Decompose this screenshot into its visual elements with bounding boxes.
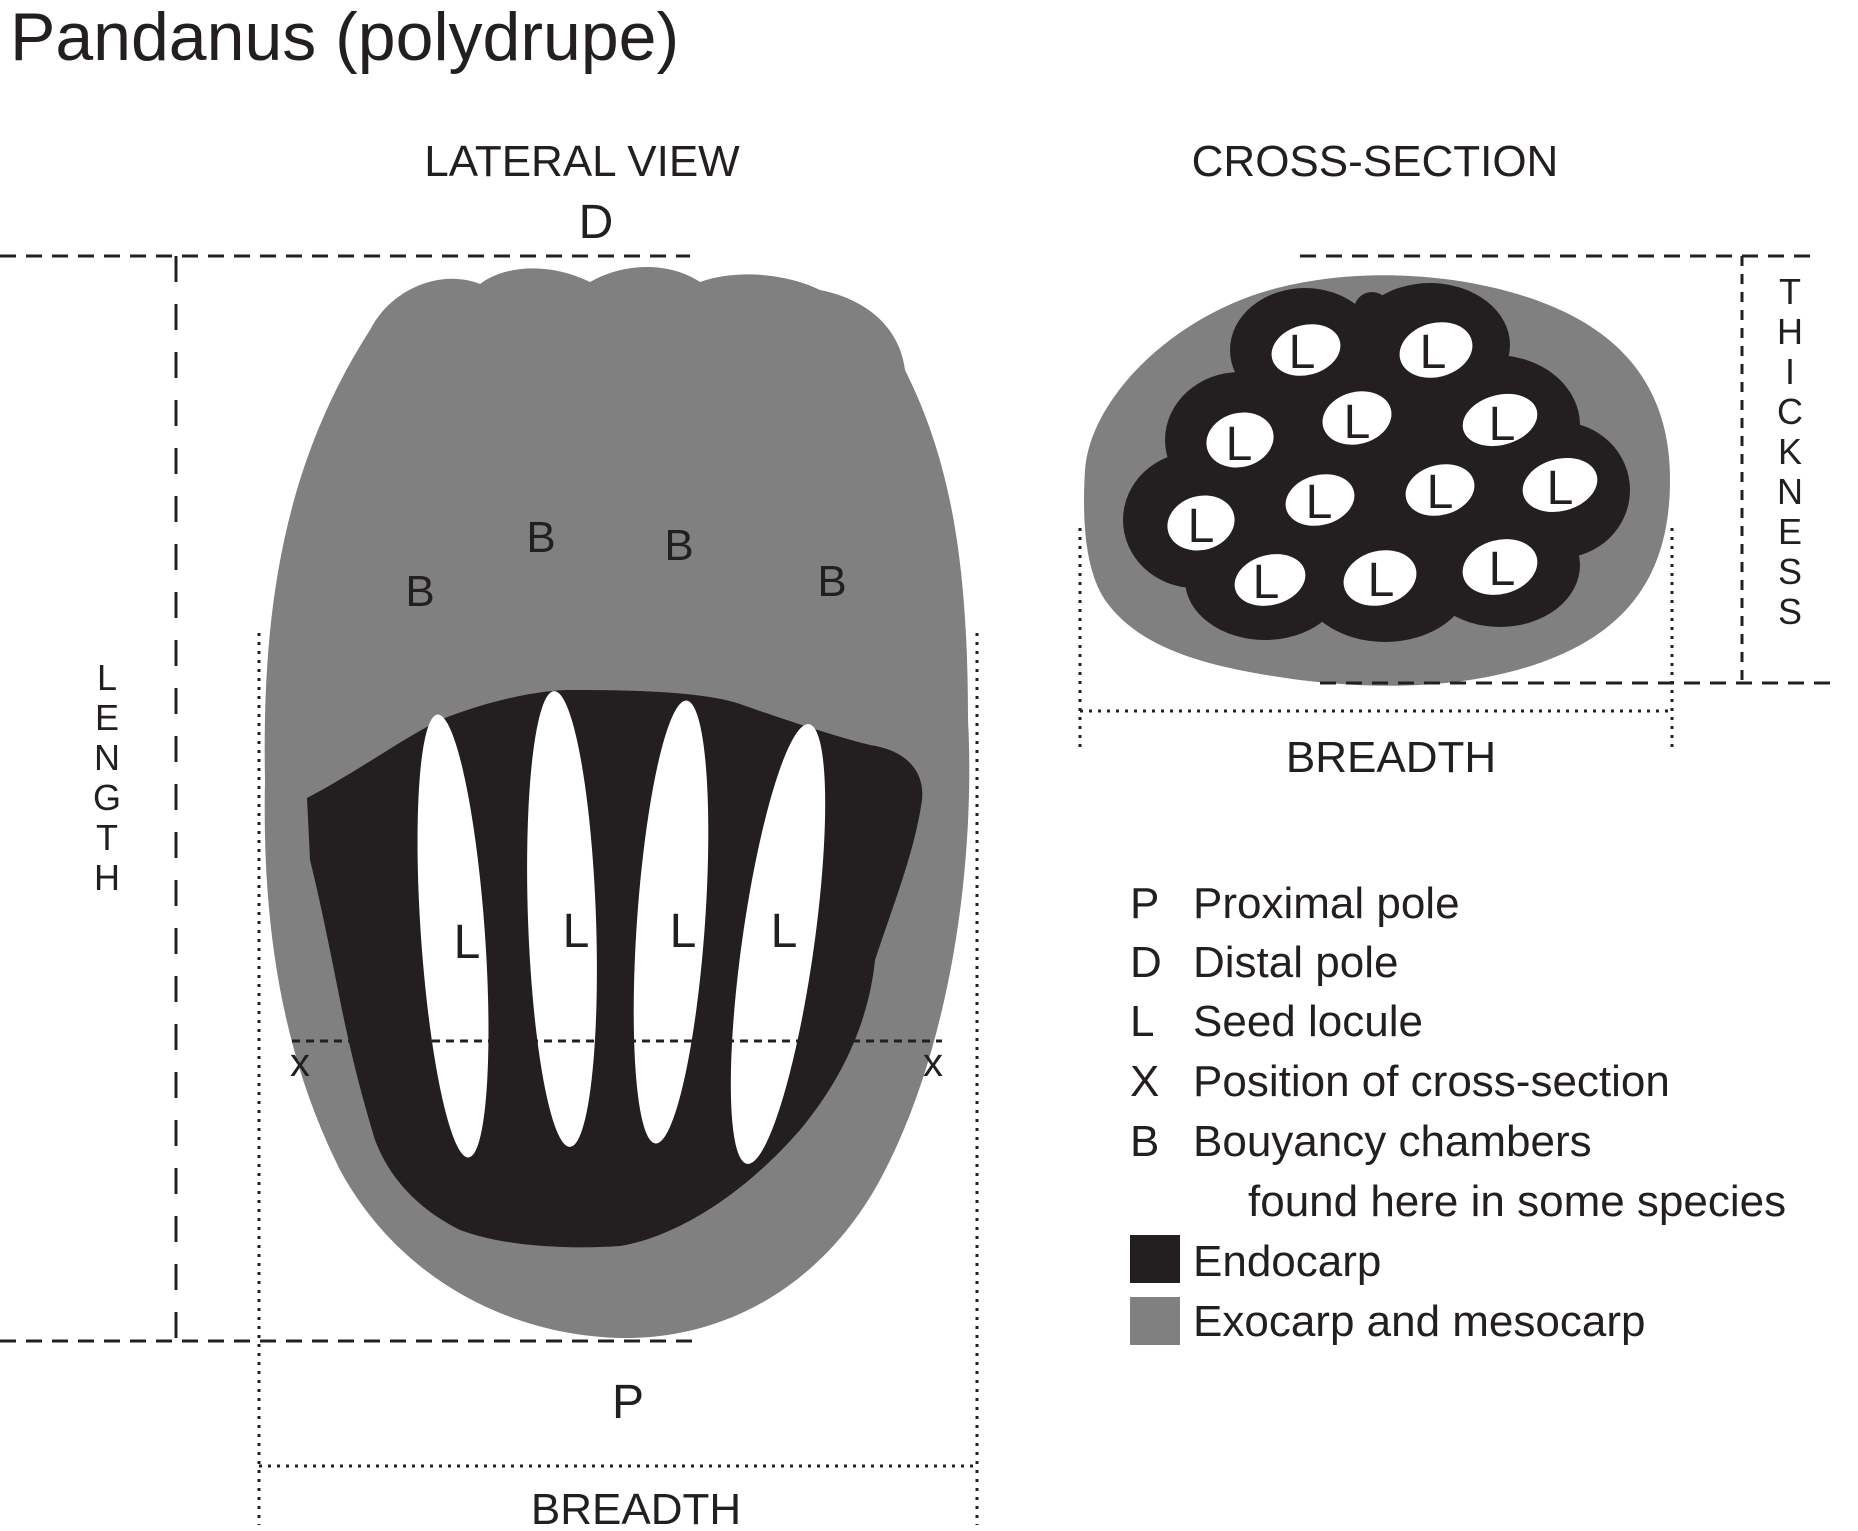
locule-label-2: L [563,905,590,958]
cs-locule-label-10: L [1253,556,1280,609]
legend-key-x: X [1130,1057,1159,1106]
seed-locule-3 [633,700,709,1144]
cross-section-view: CROSS-SECTION [1078,137,1830,782]
legend-key-b: B [1130,1117,1159,1166]
cs-locule-1 [1271,324,1341,376]
vertical-label-letter: K [1778,431,1802,472]
cs-breadth-label: BREADTH [1286,733,1496,782]
seed-locule-1 [417,714,489,1158]
proximal-pole-label: P [612,1376,644,1429]
locule-label-1: L [454,916,481,969]
cs-locule-label-5: L [1489,398,1516,451]
cs-locule-4 [1322,391,1392,445]
cross-section-marker-left: x [290,1041,310,1085]
cs-locule-5 [1462,393,1538,447]
vertical-label-letter: L [97,657,117,698]
vertical-label-letter: N [1777,471,1803,512]
buoyancy-label-1: B [405,567,434,616]
cs-locule-6 [1167,495,1235,551]
cs-locule-12 [1462,539,1538,595]
cs-locule-8 [1405,464,1475,516]
legend-swatch-exocarp [1130,1297,1180,1345]
buoyancy-label-3: B [664,521,693,570]
cs-locule-label-1: L [1289,326,1316,379]
cs-locule-7 [1285,474,1355,526]
legend-text-l: Seed locule [1193,997,1423,1046]
vertical-label-letter: S [1778,591,1802,632]
buoyancy-label-4: B [817,557,846,606]
legend-text-endocarp: Endocarp [1193,1237,1381,1286]
vertical-label-letter: E [1778,511,1802,552]
legend-text-d: Distal pole [1193,938,1398,987]
cs-locule-label-7: L [1306,476,1333,529]
cs-locule-label-3: L [1226,418,1253,471]
buoyancy-label-2: B [526,513,555,562]
vertical-label-letter: H [94,857,120,898]
cross-section-heading: CROSS-SECTION [1192,137,1559,186]
cs-locule-10 [1234,554,1306,606]
cs-locule-label-2: L [1420,326,1447,379]
legend: P Proximal pole D Distal pole L Seed loc… [1130,879,1786,1346]
vertical-label-letter: E [95,697,119,738]
cs-locule-3 [1206,412,1274,468]
cs-locule-label-9: L [1547,462,1574,515]
legend-key-l: L [1130,997,1154,1046]
legend-text-b-continuation: found here in some species [1248,1177,1786,1226]
legend-text-p: Proximal pole [1193,879,1460,928]
legend-key-d: D [1130,938,1162,987]
vertical-label-letter: T [96,817,118,858]
cs-locule-label-11: L [1368,554,1395,607]
cross-section-marker-right: x [923,1041,943,1085]
figure-title: Pandanus (polydrupe) [10,0,679,75]
lateral-breadth-label: BREADTH [531,1485,741,1531]
legend-key-p: P [1130,879,1159,928]
vertical-label-letter: S [1778,551,1802,592]
vertical-label-letter: C [1777,391,1803,432]
locule-label-3: L [670,905,697,958]
legend-text-b: Bouyancy chambers [1193,1117,1592,1166]
legend-text-x: Position of cross-section [1193,1057,1670,1106]
cs-locule-11 [1343,550,1417,606]
cs-locule-label-12: L [1489,543,1516,596]
seed-locule-4 [730,724,826,1164]
seed-locule-2 [527,691,597,1147]
locule-label-4: L [771,905,798,958]
distal-pole-label: D [579,196,614,249]
cs-locule-label-8: L [1427,466,1454,519]
legend-swatch-endocarp [1130,1235,1180,1283]
cs-locule-label-4: L [1344,396,1371,449]
legend-text-exocarp: Exocarp and mesocarp [1193,1297,1645,1346]
cs-locule-9 [1522,458,1598,512]
vertical-label-letter: I [1785,351,1795,392]
cs-locule-label-6: L [1188,500,1215,553]
vertical-label-letter: H [1777,311,1803,352]
lateral-view-heading: LATERAL VIEW [424,137,740,186]
vertical-label-letter: G [93,777,121,818]
vertical-label-letter: T [1779,271,1801,312]
vertical-label-letter: N [94,737,120,778]
cs-locule-2 [1399,322,1473,378]
